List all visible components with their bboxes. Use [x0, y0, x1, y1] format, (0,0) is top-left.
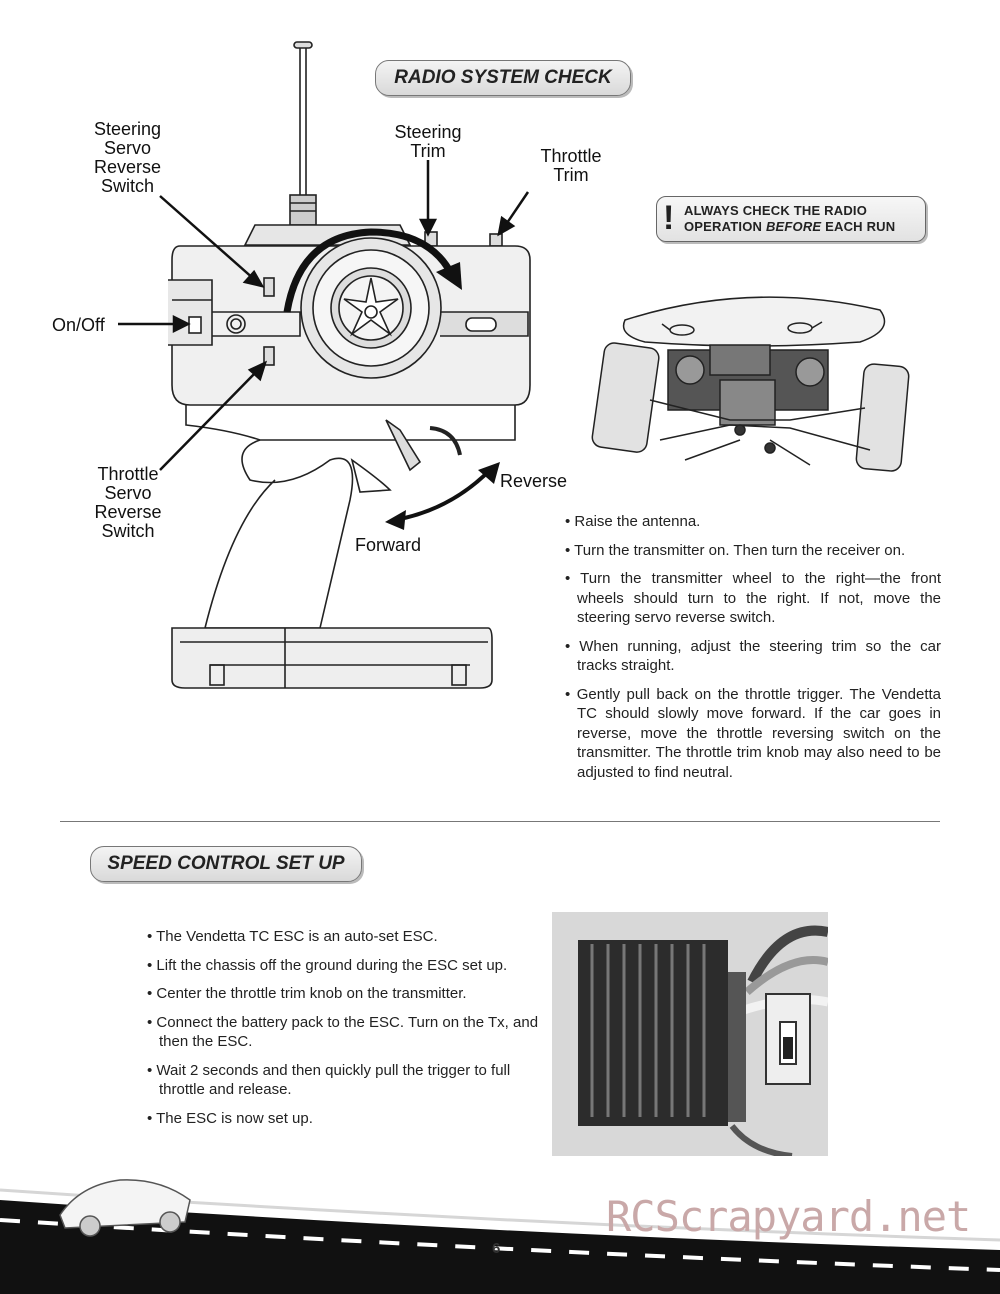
warning-line-2-emphasis: BEFORE	[765, 219, 822, 234]
radio-step-2: • Turn the transmitter on. Then turn the…	[565, 541, 906, 559]
steering-servo-reverse-label: Steering Servo Reverse Switch	[93, 119, 162, 196]
throttle-servo-reverse-label: Throttle Servo Reverse Switch	[94, 464, 162, 541]
speed-step-1: • The Vendetta TC ESC is an auto-set ESC…	[147, 928, 438, 945]
section-divider	[60, 821, 940, 822]
car-front-diagram	[591, 296, 910, 472]
reverse-label: Reverse	[500, 471, 568, 491]
warning-line-2-pre: OPERATION	[684, 219, 766, 234]
transmitter-diagram	[118, 41, 531, 689]
radio-step-1: • Raise the antenna.	[565, 513, 701, 530]
speed-steps-list: • The Vendetta TC ESC is an auto-set ESC…	[147, 927, 547, 1137]
forward-label: Forward	[355, 535, 422, 555]
warning-line-2-post: EACH RUN	[821, 219, 896, 234]
steering-trim-label: Steering Trim	[394, 122, 462, 161]
radio-system-check-title: RADIO SYSTEM CHECK	[375, 60, 631, 96]
warning-box: ! ALWAYS CHECK THE RADIO OPERATION BEFOR…	[656, 196, 926, 242]
warning-text: ALWAYS CHECK THE RADIO OPERATION BEFORE …	[684, 203, 895, 235]
watermark-text: RCScrapyard.net	[606, 1192, 971, 1241]
footer-road-graphic	[0, 1179, 1000, 1294]
radio-step-3: • Turn the transmitter wheel to the righ…	[565, 570, 941, 626]
exclamation-icon: !	[663, 199, 675, 237]
speed-step-5: • Wait 2 seconds and then quickly pull t…	[147, 1061, 511, 1099]
car-logo	[59, 1179, 191, 1237]
speed-control-title-text: SPEED CONTROL SET UP	[107, 853, 345, 874]
radio-step-4: • When running, adjust the steering trim…	[565, 637, 941, 675]
on-off-label: On/Off	[52, 315, 105, 335]
speed-control-title: SPEED CONTROL SET UP	[90, 846, 362, 882]
radio-step-5: • Gently pull back on the throttle trigg…	[565, 685, 941, 781]
page-number: 6	[492, 1240, 501, 1257]
speed-step-2: • Lift the chassis off the ground during…	[147, 956, 508, 974]
warning-line-1: ALWAYS CHECK THE RADIO	[684, 203, 868, 218]
throttle-trim-label: Throttle Trim	[540, 146, 602, 185]
radio-system-check-title-text: RADIO SYSTEM CHECK	[394, 67, 612, 88]
speed-step-6: • The ESC is now set up.	[147, 1109, 313, 1127]
speed-step-3: • Center the throttle trim knob on the t…	[147, 985, 467, 1002]
radio-steps-list: • Raise the antenna. • Turn the transmit…	[565, 512, 941, 791]
speed-step-4: • Connect the battery pack to the ESC. T…	[147, 1013, 539, 1051]
esc-photo	[552, 912, 828, 1156]
